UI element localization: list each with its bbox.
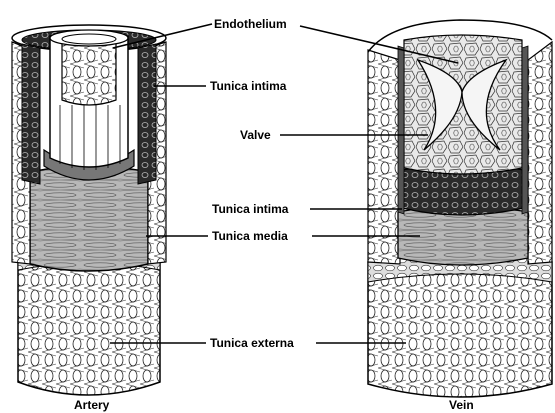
label-tunica-media: Tunica media [212, 229, 288, 243]
label-tunica-intima-bottom: Tunica intima [212, 202, 289, 216]
vein-intima-right [522, 46, 528, 214]
artery-dark-right [138, 44, 156, 184]
artery-tunica-media [30, 166, 148, 271]
vein-intima-left [398, 46, 404, 214]
artery-tunica-externa [18, 255, 160, 395]
artery-lumen-inner [62, 34, 116, 44]
label-valve: Valve [240, 128, 271, 142]
label-tunica-intima-top: Tunica intima [210, 79, 287, 93]
vein-outer-wall-right [528, 42, 552, 264]
vein-outer-wall-left [368, 50, 400, 264]
artery-dark-left [22, 44, 40, 184]
label-endothelium: Endothelium [214, 17, 287, 31]
caption-vein: Vein [449, 398, 474, 412]
label-tunica-intima-top-group: Tunica intima [154, 79, 287, 93]
artery-endothelium [62, 40, 116, 105]
caption-artery: Artery [74, 398, 110, 412]
label-tunica-externa: Tunica externa [210, 336, 294, 350]
artery-illustration [12, 25, 166, 395]
vein-endothelium [404, 35, 522, 174]
